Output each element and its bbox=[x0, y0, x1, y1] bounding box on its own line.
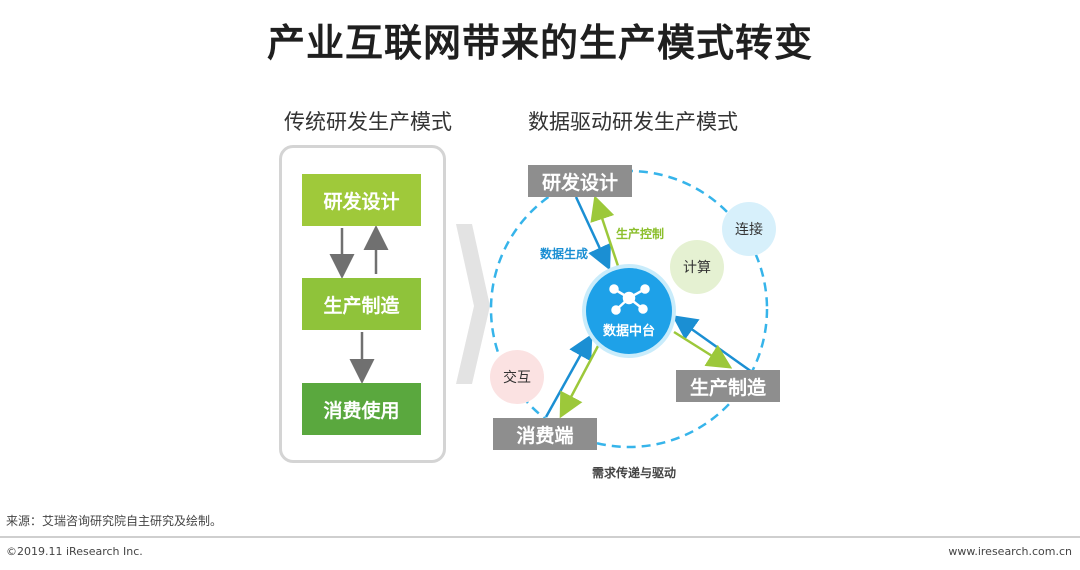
traditional-mode-subtitle: 传统研发生产模式 bbox=[284, 110, 452, 134]
footer-divider bbox=[0, 536, 1080, 538]
bubble-interact: 交互 bbox=[490, 350, 544, 404]
node-manufacturing: 生产制造 bbox=[676, 370, 780, 402]
source-note: 来源：艾瑞咨询研究院自主研究及绘制。 bbox=[6, 514, 223, 528]
step-rd-design: 研发设计 bbox=[302, 174, 421, 226]
page-title: 产业互联网带来的生产模式转变 bbox=[266, 21, 813, 65]
arrow-consumer-to-hub bbox=[544, 333, 593, 418]
copyright: ©2019.11 iResearch Inc. bbox=[6, 545, 143, 558]
arrow-hub-to-consumer bbox=[559, 345, 600, 419]
transition-chevron bbox=[456, 224, 490, 384]
annotation-data-generation: 数据生成 bbox=[540, 247, 589, 261]
data-driven-mode-subtitle: 数据驱动研发生产模式 bbox=[528, 110, 738, 134]
step-manufacturing: 生产制造 bbox=[302, 278, 421, 330]
hub-network-icon bbox=[609, 284, 650, 315]
arrow-hub-to-rd bbox=[590, 195, 620, 267]
website-link[interactable]: www.iresearch.com.cn bbox=[948, 545, 1072, 558]
data-hub bbox=[586, 268, 672, 354]
arrow-hub-to-mfg bbox=[673, 330, 733, 369]
bubble-compute: 计算 bbox=[670, 240, 724, 294]
hub-label: 数据中台 bbox=[602, 324, 655, 339]
bubble-connect: 连接 bbox=[722, 202, 776, 256]
step-consumption: 消费使用 bbox=[302, 383, 421, 435]
annotation-production-control: 生产控制 bbox=[616, 227, 665, 241]
node-rd-design: 研发设计 bbox=[528, 165, 632, 197]
node-consumer: 消费端 bbox=[493, 418, 597, 450]
annotation-demand-driving: 需求传递与驱动 bbox=[592, 466, 677, 480]
arrow-rd-to-hub bbox=[574, 196, 611, 271]
